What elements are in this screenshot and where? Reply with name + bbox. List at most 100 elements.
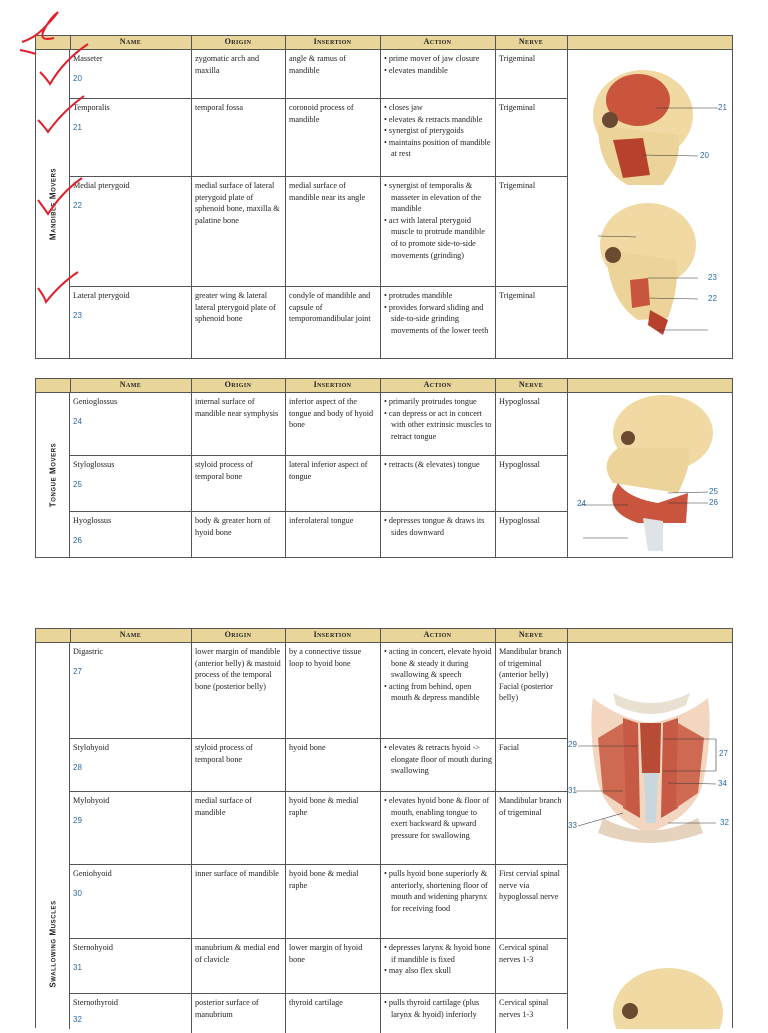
muscle-name: Hyoglossus <box>73 516 112 525</box>
insertion-cell: inferolateral tongue <box>285 512 380 557</box>
figure-number: 30 <box>73 888 82 898</box>
header-name: Name <box>119 380 142 389</box>
muscle-name: Geniohyoid <box>73 869 112 878</box>
figure-number: 21 <box>73 122 82 132</box>
mandible-movers-table: Name Origin Insertion Action Nerve Mandi… <box>35 35 733 359</box>
origin-cell: manubrium & medial end of clavicle <box>191 939 285 993</box>
action-cell: elevates hyoid bone & floor of mouth, en… <box>380 792 495 864</box>
figure-label: 21 <box>718 103 727 112</box>
header-name: Name <box>119 630 142 639</box>
figure-label: 32 <box>720 818 729 827</box>
insertion-cell: angle & ramus of mandible <box>285 50 380 98</box>
table-header: Name Origin Insertion Action Nerve <box>36 36 732 50</box>
figure-number: 31 <box>73 962 82 972</box>
header-nerve: Nerve <box>518 37 544 46</box>
action-cell: elevates & retracts hyoid -> elongate fl… <box>380 739 495 791</box>
figure-label: 29 <box>568 740 577 749</box>
tongue-movers-table: Name Origin Insertion Action Nerve Tongu… <box>35 378 733 558</box>
header-insertion: Insertion <box>313 630 352 639</box>
illustration-column: 29 27 34 31 33 32 <box>567 643 732 1029</box>
nerve-cell: Mandibular branch of trigeminal (anterio… <box>495 643 567 738</box>
origin-cell: styloid process of temporal bone <box>191 739 285 791</box>
header-insertion: Insertion <box>313 37 352 46</box>
origin-cell: zygomatic arch and maxilla <box>191 50 285 98</box>
figure-number: 23 <box>73 310 82 320</box>
figure-label: 33 <box>568 821 577 830</box>
insertion-cell: hyoid bone <box>285 739 380 791</box>
action-cell: pulls thyroid cartilage (plus larynx & h… <box>380 994 495 1033</box>
illustration-column: 21 20 23 22 <box>567 50 732 358</box>
nerve-cell: Trigeminal <box>495 50 567 98</box>
figure-label: 26 <box>709 498 718 507</box>
figure-label: 20 <box>700 151 709 160</box>
insertion-cell: lateral inferior aspect of tongue <box>285 456 380 511</box>
figure-label: 25 <box>709 487 718 496</box>
action-cell: depresses larynx & hyoid bone if mandibl… <box>380 939 495 993</box>
header-origin: Origin <box>224 37 252 46</box>
insertion-cell: coronoid process of mandible <box>285 99 380 176</box>
muscle-name: Styloglossus <box>73 460 115 469</box>
figure-label: 27 <box>719 749 728 758</box>
red-check-mark <box>39 43 89 86</box>
table-header: Name Origin Insertion Action Nerve <box>36 379 732 393</box>
figure-number: 32 <box>73 1014 82 1024</box>
skull-masseter-illustration <box>593 70 718 335</box>
muscle-name: Stylohyoid <box>73 743 109 752</box>
origin-cell: styloid process of temporal bone <box>191 456 285 511</box>
nerve-cell: Cervical spinal nerves 1-3 <box>495 939 567 993</box>
muscle-name: Digastric <box>73 647 104 656</box>
figure-number: 22 <box>73 200 82 210</box>
table-row: Styloglossus 25 styloid process of tempor… <box>70 455 567 511</box>
header-name: Name <box>119 37 142 46</box>
figure-label: 31 <box>568 786 577 795</box>
section-label: Mandible Movers <box>36 50 70 358</box>
nerve-cell: Trigeminal <box>495 287 567 358</box>
figure-label: 22 <box>708 294 717 303</box>
origin-cell: temporal fossa <box>191 99 285 176</box>
illustration-column: 24 25 26 <box>567 393 732 557</box>
red-scribble-mark <box>19 11 59 55</box>
figure-label: 23 <box>708 273 717 282</box>
insertion-cell: hyoid bone & medial raphe <box>285 792 380 864</box>
insertion-cell: condyle of mandible and capsule of tempo… <box>285 287 380 358</box>
figure-number: 24 <box>73 416 82 426</box>
swallowing-muscles-table: Name Origin Insertion Action Nerve Swall… <box>35 628 733 1033</box>
nerve-cell: Facial <box>495 739 567 791</box>
action-cell: acting in concert, elevate hyoid bone & … <box>380 643 495 738</box>
action-cell: synergist of temporalis & masseter in el… <box>380 177 495 286</box>
table-row: Stylohyoid 28 styloid process of temporal… <box>70 738 567 791</box>
nerve-cell: Hypoglossal <box>495 456 567 511</box>
action-cell: retracts (& elevates) tongue <box>380 456 495 511</box>
origin-cell: internal surface of mandible near symphy… <box>191 393 285 455</box>
origin-cell: inner surface of mandible <box>191 865 285 938</box>
figure-number: 25 <box>73 479 82 489</box>
action-cell: closes jawelevates & retracts mandiblesy… <box>380 99 495 176</box>
figure-number: 28 <box>73 762 82 772</box>
head-tongue-illustration <box>580 395 713 551</box>
header-action: Action <box>423 380 452 389</box>
nerve-cell: First cervial spinal nerve via hypogloss… <box>495 865 567 938</box>
table-header: Name Origin Insertion Action Nerve <box>36 629 732 643</box>
insertion-cell: thyroid cartilage <box>285 994 380 1033</box>
section-label: Swallowing Muscles <box>36 643 70 1029</box>
muscle-name: Sternothyroid <box>73 998 119 1007</box>
neck-anterior-illustration <box>576 693 723 1029</box>
muscle-name: Masseter <box>73 54 103 63</box>
figure-number: 20 <box>73 73 82 83</box>
muscle-name: Genioglossus <box>73 397 118 406</box>
figure-label: 24 <box>577 499 586 508</box>
insertion-cell: by a connective tissue loop to hyoid bon… <box>285 643 380 738</box>
nerve-cell: Trigeminal <box>495 99 567 176</box>
header-nerve: Nerve <box>518 630 544 639</box>
red-check-mark <box>37 95 85 134</box>
figure-number: 26 <box>73 535 82 545</box>
header-action: Action <box>423 37 452 46</box>
action-cell: depresses tongue & draws its sides downw… <box>380 512 495 557</box>
table-row: Masseter 20 zygomatic arch and maxilla an… <box>70 50 567 98</box>
figure-label: 34 <box>718 779 727 788</box>
